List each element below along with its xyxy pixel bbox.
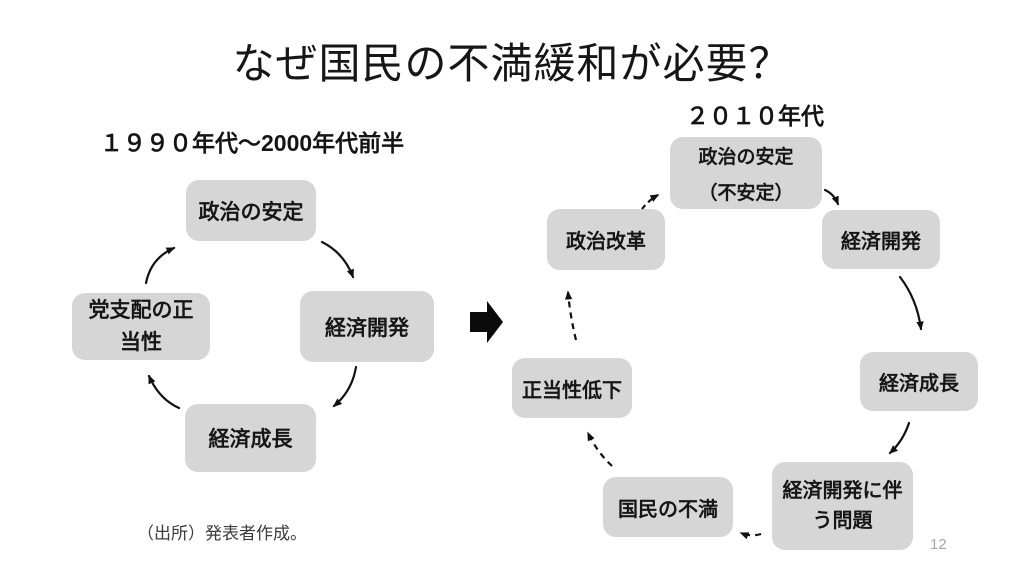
source-note: （出所）発表者作成。 — [137, 524, 307, 543]
left-diagram-heading: １９９０年代～2000年代前半 — [100, 130, 405, 156]
node-label: 経済開発 — [841, 231, 921, 253]
page-number: 12 — [930, 536, 947, 553]
node-legitimacy-decline: 正当性低下 — [512, 358, 632, 418]
node-label: 経済開発に伴う問題 — [782, 480, 903, 532]
arrow-stability-to-development — [320, 240, 355, 279]
node-label: 政治の安定 — [198, 200, 304, 224]
node-label: 政治の安定 — [698, 146, 794, 168]
node-political-stability: 政治の安定 — [186, 180, 316, 241]
node-label: 党支配の正当性 — [88, 299, 194, 354]
node-economic-development: 経済開発 — [300, 291, 434, 362]
arrow-growth-to-legitimacy — [147, 374, 181, 410]
arrow-problems-to-dissatisfaction — [739, 531, 762, 540]
node-label: 正当性低下 — [522, 379, 622, 402]
slide-title: なぜ国民の不満緩和が必要？ — [232, 40, 792, 87]
arrow-instability-to-development — [823, 188, 840, 206]
arrow-growth-to-problems — [888, 421, 911, 455]
big-right-arrow-icon — [470, 301, 503, 343]
node-development-problems: 経済開発に伴う問題 — [772, 462, 913, 550]
right-diagram-heading: ２０１０年代 — [686, 103, 824, 129]
node-label: 経済成長 — [879, 373, 959, 395]
node-party-rule-legitimacy: 党支配の正当性 — [72, 293, 210, 360]
arrow-legitimacy-to-stability — [144, 246, 176, 285]
arrow-legitimacy-decline-to-reform — [564, 290, 578, 341]
node-label: 経済成長 — [208, 428, 293, 451]
node-sublabel: （不安定） — [698, 182, 794, 204]
node-economic-growth: 経済成長 — [185, 404, 316, 472]
node-label: 経済開発 — [325, 316, 409, 340]
arrow-reform-to-instability — [641, 194, 660, 210]
arrow-development-to-growth-right — [898, 275, 924, 331]
node-economic-development-right: 経済開発 — [822, 210, 940, 269]
node-label: 政治改革 — [566, 231, 646, 253]
node-citizens-dissatisfaction: 国民の不満 — [603, 477, 733, 537]
arrow-dissatisfaction-to-legitimacy-decline — [587, 431, 613, 467]
node-economic-growth-right: 経済成長 — [860, 352, 978, 411]
arrow-development-to-growth — [332, 365, 358, 408]
node-label: 国民の不満 — [618, 498, 718, 521]
node-political-stability-instability: 政治の安定 （不安定） — [670, 137, 822, 209]
node-political-reform: 政治改革 — [547, 209, 665, 270]
